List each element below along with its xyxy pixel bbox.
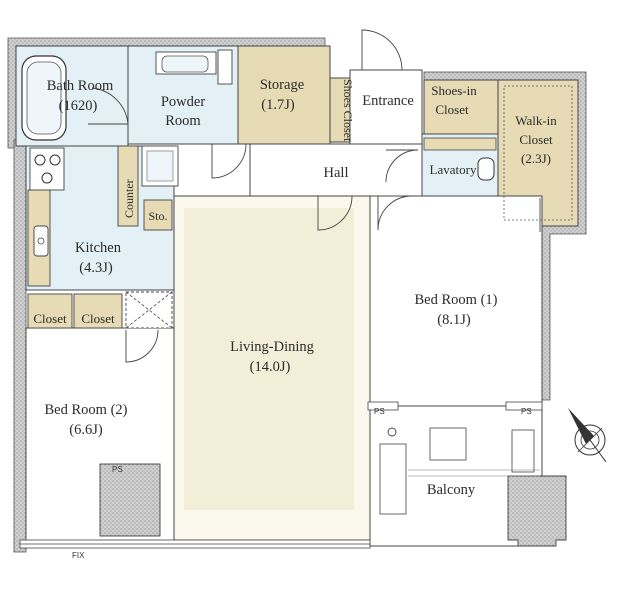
fix-label: FIX xyxy=(72,551,85,560)
burner-3 xyxy=(41,172,53,184)
storage-size: (1.7J) xyxy=(261,97,295,113)
door-entrance xyxy=(361,29,403,71)
compass-inner xyxy=(580,430,600,450)
balcony-table xyxy=(429,427,467,461)
ac-unit xyxy=(379,443,407,515)
entrance-label: Entrance xyxy=(362,93,414,109)
walkin-size: (2.3J) xyxy=(521,151,551,166)
sto-label: Sto. xyxy=(148,209,167,223)
bed2-label: Bed Room (2) xyxy=(45,402,128,418)
powder-label: Powder xyxy=(161,94,205,110)
door-hall-living xyxy=(317,195,353,231)
toilet xyxy=(477,157,495,181)
entrance-floor xyxy=(349,69,423,145)
window-balcony-left xyxy=(367,401,399,411)
kitchen-size: (4.3J) xyxy=(79,260,113,276)
windows xyxy=(19,401,543,549)
living-label: Living-Dining xyxy=(230,339,314,355)
door-hall-bed1 xyxy=(377,195,413,231)
living-size: (14.0J) xyxy=(250,359,291,375)
shoes-closet-label: Shoes Closet xyxy=(341,79,355,142)
kitchen-label: Kitchen xyxy=(75,240,122,256)
bath-label: Bath Room xyxy=(47,78,114,94)
shoesin-label-2: Closet xyxy=(435,102,469,117)
bed2-ps-box xyxy=(99,463,161,537)
walkin-shelf xyxy=(503,85,573,221)
walkin-label-2: Closet xyxy=(519,132,553,147)
door-lavatory xyxy=(385,149,419,183)
ps-label-3: PS xyxy=(112,465,123,474)
window-balcony-right xyxy=(505,401,543,411)
door-powder xyxy=(211,143,247,179)
bed1-floor xyxy=(369,195,543,407)
bed2-size: (6.6J) xyxy=(69,422,103,438)
burner-2 xyxy=(49,154,61,166)
labels: Bath Room (1620) Powder Room Storage (1.… xyxy=(33,77,557,560)
doors xyxy=(88,29,541,363)
storage-floor xyxy=(237,45,331,145)
lavatory-label: Lavatory xyxy=(430,162,477,177)
door-bath xyxy=(88,87,129,125)
drain xyxy=(387,427,397,437)
balcony-block xyxy=(507,475,567,547)
sink-drain xyxy=(37,237,45,245)
washing-machine-inner xyxy=(146,150,174,182)
wall-left xyxy=(13,139,27,553)
storage-label: Storage xyxy=(260,77,304,93)
closet-right-label: Closet xyxy=(81,311,115,326)
counter-box xyxy=(117,145,139,227)
closet-right-box xyxy=(73,293,123,329)
living-rug xyxy=(184,208,354,510)
stove xyxy=(29,147,65,191)
closet-left-label: Closet xyxy=(33,311,67,326)
washbasin xyxy=(161,55,209,73)
walkin-label: Walk-in xyxy=(515,113,557,128)
bathtub-inner xyxy=(26,61,62,135)
shoesin-floor xyxy=(423,79,499,135)
shoesin-label: Shoes-in xyxy=(431,83,477,98)
ps-label-2: PS xyxy=(521,407,532,416)
compass-needle xyxy=(568,408,594,444)
lavatory-counter xyxy=(423,137,497,151)
door-bed2 xyxy=(125,329,159,363)
shaft-box xyxy=(125,291,173,329)
fixtures xyxy=(21,49,573,547)
compass-icon xyxy=(568,408,607,463)
cabinet-tall xyxy=(217,49,233,85)
bed1-label: Bed Room (1) xyxy=(415,292,498,308)
sink xyxy=(33,225,49,257)
balcony-label: Balcony xyxy=(427,482,476,498)
bath-size: (1620) xyxy=(59,98,98,114)
ps-label-1: PS xyxy=(374,407,385,416)
powder-label-2: Room xyxy=(165,113,201,129)
closet-left-box xyxy=(27,293,73,329)
compass-cross-1 xyxy=(577,427,603,453)
balcony-ladder xyxy=(511,429,535,473)
counter-label: Counter xyxy=(122,179,136,218)
sto-box xyxy=(143,199,173,231)
bed1-size: (8.1J) xyxy=(437,312,471,328)
burner-1 xyxy=(34,154,46,166)
hall-label: Hall xyxy=(324,165,349,181)
compass-tail xyxy=(589,439,607,463)
